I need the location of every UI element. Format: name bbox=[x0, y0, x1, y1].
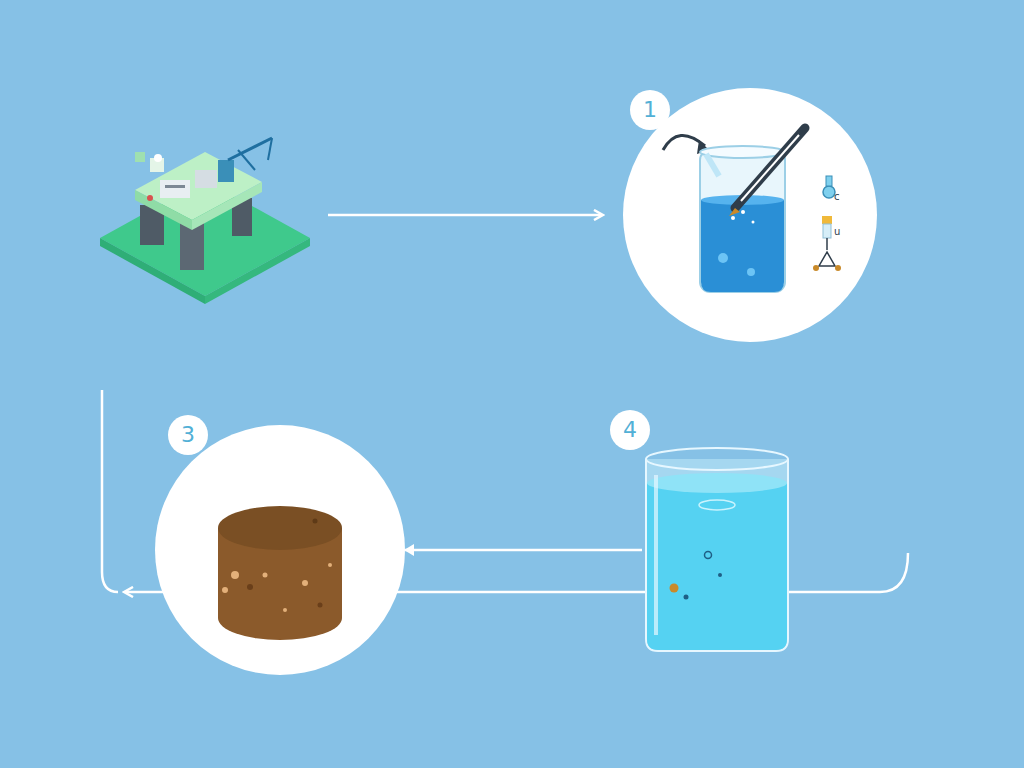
step-beaker: 4 bbox=[642, 445, 792, 655]
water-beaker-illustration bbox=[642, 445, 792, 655]
callout-number: 1 bbox=[630, 90, 670, 130]
soil-sample-illustration bbox=[155, 425, 405, 675]
step-circle: 3 bbox=[155, 425, 405, 675]
callout-number: 4 bbox=[610, 410, 650, 450]
step-circle: 1 bbox=[623, 88, 877, 342]
icon-label: c bbox=[834, 191, 840, 202]
flow-arrow bbox=[405, 549, 642, 552]
flow-arrow bbox=[328, 214, 602, 217]
icon-label: u bbox=[834, 226, 840, 237]
return-line bbox=[102, 390, 118, 592]
callout-number: 3 bbox=[168, 415, 208, 455]
offshore-platform bbox=[100, 138, 310, 304]
